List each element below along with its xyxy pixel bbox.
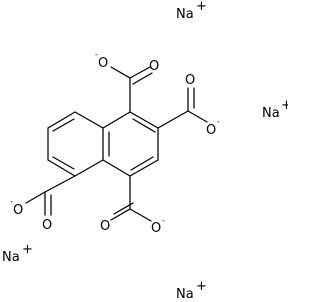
bond-c1-c2	[129, 111, 159, 129]
bond-c5-c4a	[74, 159, 104, 177]
oxygen-c2-double: O	[185, 73, 195, 88]
minus-c2: -	[217, 117, 220, 126]
bond-c6-c5	[47, 159, 76, 177]
sodium-ion-3: Na	[2, 250, 20, 265]
carboxylate-c1	[110, 66, 153, 113]
molecule-structure: O - O O O - O O - O O - Na + Na + Na + N…	[2, 0, 288, 302]
sodium-charge-3: +	[22, 242, 33, 257]
molecule-diagram: O - O O O - O O - O O - Na + Na + Na + N…	[0, 0, 288, 302]
sodium-ions: Na + Na + Na + Na +	[2, 0, 288, 302]
sodium-charge-1: +	[196, 0, 207, 14]
bond-c1-c2-inner	[132, 118, 156, 133]
oxygen-c4-minus: O	[151, 221, 161, 236]
bond-c8a-c1	[102, 111, 131, 129]
sodium-ion-4: Na	[176, 287, 194, 302]
minus-c4: -	[162, 216, 165, 225]
bond-c3-c4	[129, 159, 159, 177]
carboxylate-c5	[25, 175, 76, 216]
oxygen-c2-minus: O	[206, 123, 216, 138]
oxygen-c1-double: O	[149, 59, 159, 74]
bond-c3-c4-inner	[130, 156, 154, 171]
oxygen-labels: O - O O O - O O - O O -	[10, 50, 220, 236]
carboxylate-c2	[157, 87, 208, 129]
bond-c8-c7	[47, 111, 76, 129]
oxygen-c4-double: O	[100, 219, 110, 234]
naphthalene-rings	[47, 111, 159, 177]
sodium-charge-2: +	[281, 98, 288, 113]
oxygen-c1-minus: O	[98, 56, 108, 71]
bond-c8a-c8	[74, 111, 104, 129]
sodium-ion-2: Na	[262, 106, 280, 121]
bond-c6-c5-inner	[52, 156, 75, 170]
oxygen-c5-double: O	[42, 218, 52, 233]
carboxylate-c4	[110, 175, 152, 222]
minus-c5: -	[10, 197, 13, 206]
oxygen-c5-minus: O	[13, 203, 23, 218]
bond-c8-c7-inner	[52, 118, 75, 132]
sodium-charge-4: +	[196, 279, 207, 294]
bond-c4-c4a	[102, 159, 131, 177]
minus-c1: -	[95, 50, 98, 59]
sodium-ion-1: Na	[176, 7, 194, 22]
